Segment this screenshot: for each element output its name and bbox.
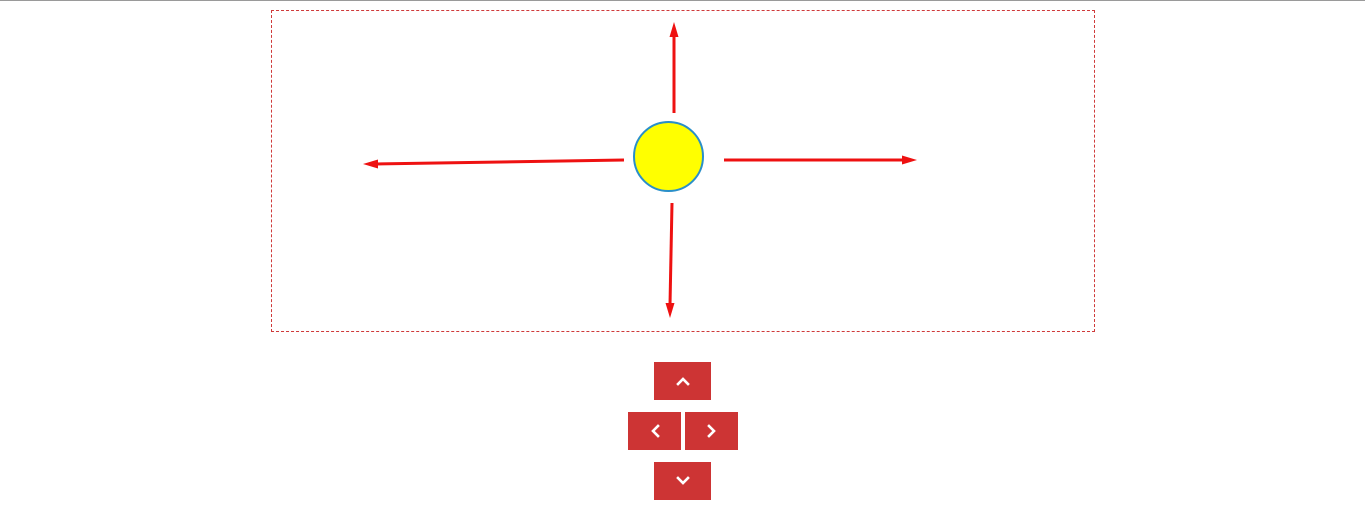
move-up-button[interactable] [654,362,711,400]
chevron-left-icon [649,423,661,439]
chevron-right-icon [706,423,718,439]
move-left-button[interactable] [628,412,681,450]
move-down-button[interactable] [654,462,711,500]
move-right-button[interactable] [685,412,738,450]
top-divider [0,0,1365,1]
chevron-down-icon [675,475,691,487]
play-area [271,10,1095,332]
chevron-up-icon [675,375,691,387]
ball [633,121,704,192]
